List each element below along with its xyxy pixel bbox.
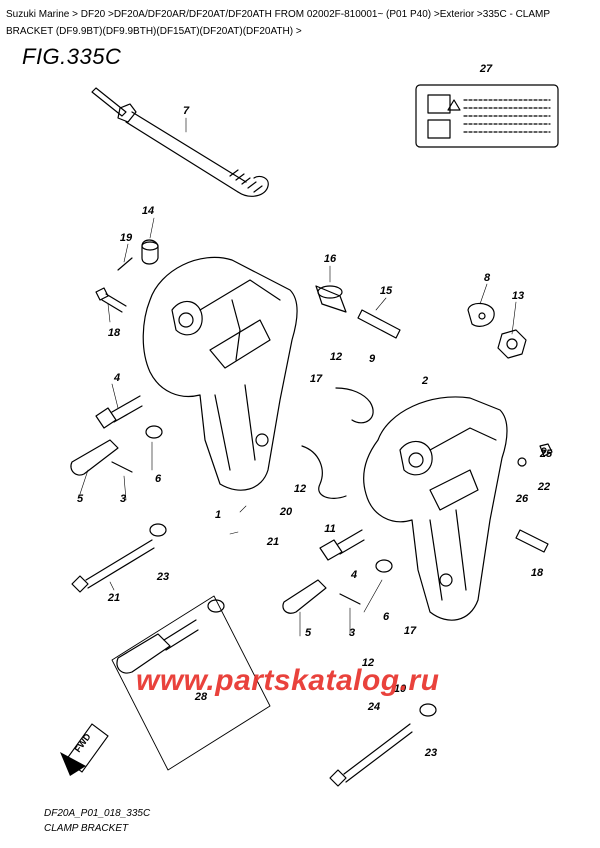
callout-27: 27 xyxy=(479,63,493,75)
callout-12: 12 xyxy=(362,657,374,669)
left-clamp-bracket-drawing xyxy=(142,256,298,491)
callout-1: 1 xyxy=(215,509,221,521)
callout-25: 25 xyxy=(539,448,553,460)
warning-label-drawing xyxy=(415,84,559,148)
callout-24: 24 xyxy=(367,701,380,713)
callout-3: 3 xyxy=(120,493,126,505)
callout-6: 6 xyxy=(383,611,390,623)
callout-15: 15 xyxy=(380,285,393,297)
tilt-pin-drawing xyxy=(91,87,269,197)
callout-12: 12 xyxy=(330,351,342,363)
callout-6: 6 xyxy=(155,473,162,485)
callout-7: 7 xyxy=(183,105,190,117)
right-clamp-bracket-drawing xyxy=(363,396,508,621)
callout-19: 19 xyxy=(120,232,133,244)
callout-17: 17 xyxy=(404,625,417,637)
callout-23: 23 xyxy=(424,747,437,759)
callout-13: 13 xyxy=(512,290,524,302)
callout-2: 2 xyxy=(421,375,428,387)
callout-20: 20 xyxy=(279,506,293,518)
callout-9: 9 xyxy=(369,353,376,365)
watermark: www.partskatalog.ru xyxy=(136,664,440,697)
callout-11: 11 xyxy=(324,523,335,535)
footer-diagram-code: DF20A_P01_018_335C xyxy=(44,808,151,819)
callout-4: 4 xyxy=(113,372,120,384)
callout-3: 3 xyxy=(349,627,355,639)
callout-18: 18 xyxy=(531,567,544,579)
callout-5: 5 xyxy=(77,493,84,505)
footer-part-name: CLAMP BRACKET xyxy=(44,823,129,834)
figure-title: FIG.335C xyxy=(22,44,122,69)
callout-4: 4 xyxy=(350,569,357,581)
breadcrumb[interactable]: Suzuki Marine > DF20 >DF20A/DF20AR/DF20A… xyxy=(6,9,550,37)
callout-5: 5 xyxy=(305,627,312,639)
fwd-arrow-icon: FWD xyxy=(60,723,109,776)
callout-21: 21 xyxy=(107,592,120,604)
callout-12: 12 xyxy=(294,483,306,495)
callout-28: 28 xyxy=(194,691,208,703)
callout-22: 22 xyxy=(537,481,550,493)
callout-26: 26 xyxy=(515,493,529,505)
callout-18: 18 xyxy=(108,327,121,339)
callout-8: 8 xyxy=(484,272,491,284)
callout-21: 21 xyxy=(266,536,279,548)
callout-14: 14 xyxy=(142,205,154,217)
callout-16: 16 xyxy=(324,253,337,265)
callout-17: 17 xyxy=(310,373,323,385)
callout-10: 10 xyxy=(394,683,407,695)
callout-23: 23 xyxy=(156,571,169,583)
